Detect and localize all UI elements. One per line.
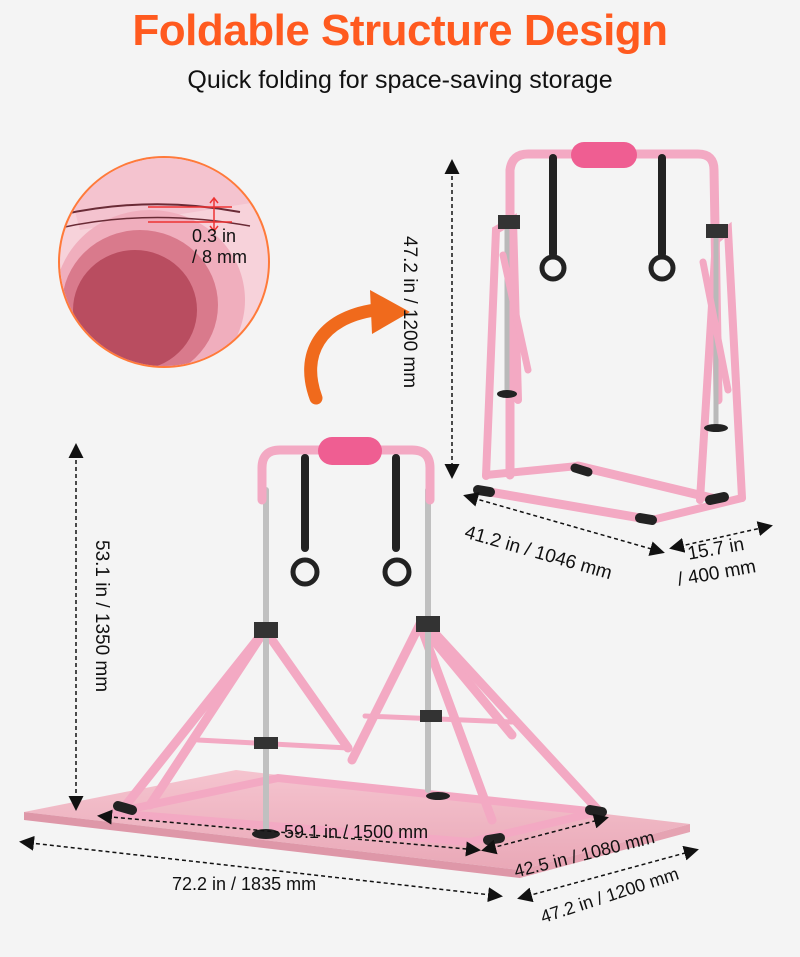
curved-arrow-icon [304,290,410,405]
page-title: Foldable Structure Design [132,6,668,55]
mat-thickness-mm: / 8 mm [192,247,248,267]
unfolded-bar-stand [24,437,690,878]
mat-length-label: 72.2 in / 1835 mm [172,874,317,894]
page-subtitle: Quick folding for space-saving storage [187,66,613,94]
unfolded-height-label: 53.1 in / 1350 mm [91,540,112,693]
inner-width-label: 59.1 in / 1500 mm [284,822,429,842]
mat-thickness-in: 0.3 in [192,226,237,246]
folded-bar-stand [473,142,746,525]
folded-height-label: 47.2 in / 1200 mm [399,236,420,389]
mat-thickness-zoom-icon [58,156,270,368]
dimension-lines [19,159,773,903]
